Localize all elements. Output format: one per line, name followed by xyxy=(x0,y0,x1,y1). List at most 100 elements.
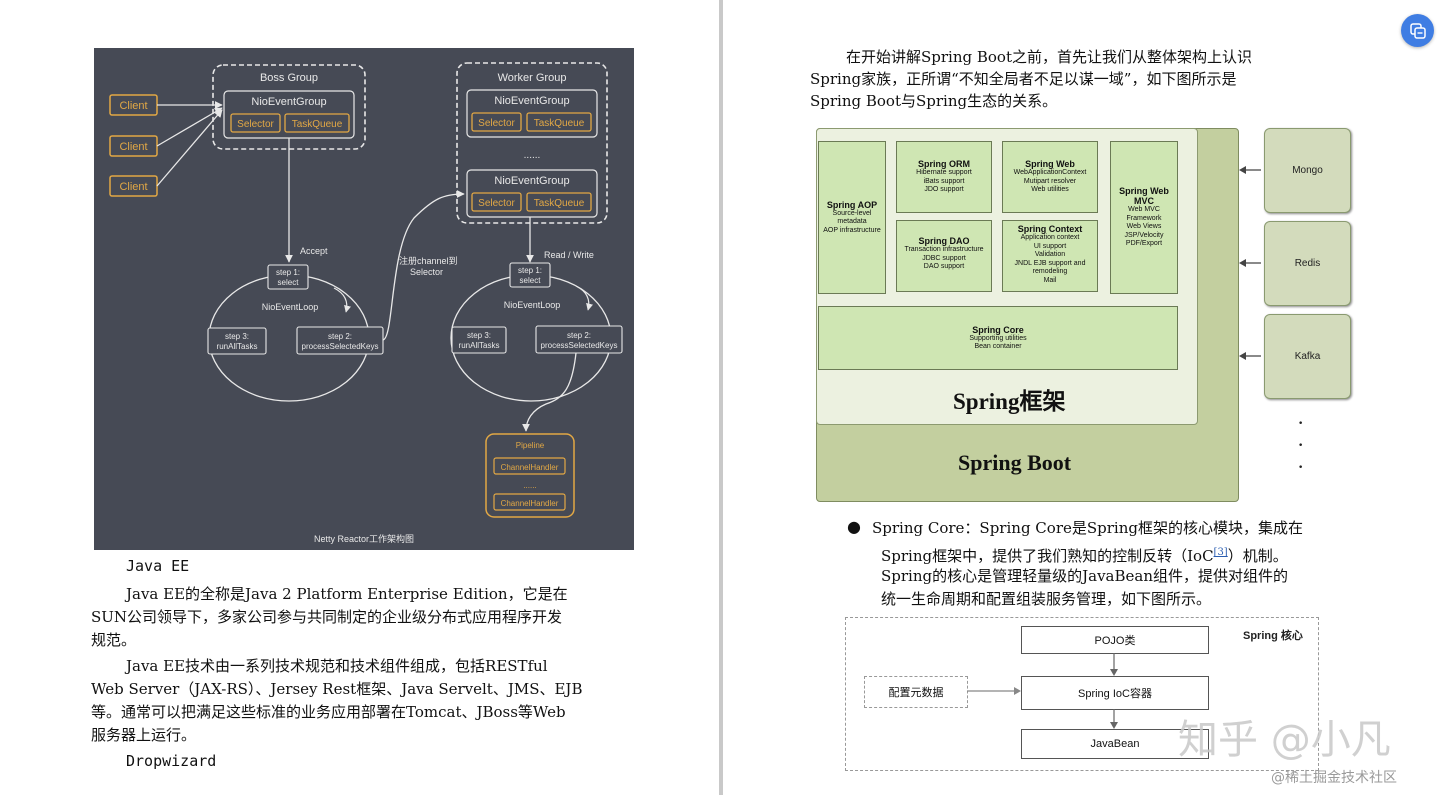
client-label-3: Client xyxy=(119,181,147,193)
spring-mvc-title: Spring Web xyxy=(1119,186,1169,197)
spring-mvc-sub: JSP/Velocity xyxy=(1124,231,1164,239)
client-label-2: Client xyxy=(119,141,147,153)
dot-1: • xyxy=(1298,419,1304,429)
config-metadata-box: 配置元数据 xyxy=(864,676,968,708)
intro-line3: Spring Boot与Spring生态的关系。 xyxy=(810,92,1058,110)
para2-line1: Java EE技术由一系列技术规范和技术组件组成，包括RESTful xyxy=(126,657,548,675)
boss-selector: Selector xyxy=(237,119,274,130)
right-step1-b: select xyxy=(520,276,542,285)
pojo-box: POJO类 xyxy=(1021,626,1209,654)
intro-line2: Spring家族，正所谓“不知全局者不足以谋一域”，如下图所示是 xyxy=(810,70,1237,88)
spring-context-sub: Mail xyxy=(1043,276,1057,284)
pipeline-handler-1: ChannelHandler xyxy=(501,463,559,472)
spring-core-diagram: Spring 核心 POJO类 Spring IoC容器 JavaBean 配置… xyxy=(845,617,1319,771)
para2-line4: 服务器上运行。 xyxy=(91,726,197,744)
worker-selector-2: Selector xyxy=(478,198,515,209)
spring-mvc-sub: Web MVC xyxy=(1128,206,1160,214)
spring-core-title: Spring Core xyxy=(972,324,1024,335)
spring-dao-sub: Transaction infrastructure xyxy=(904,246,984,253)
kafka-box: Kafka xyxy=(1264,314,1351,399)
spring-context-sub: Validation xyxy=(1034,251,1066,258)
mongo-box: Mongo xyxy=(1264,128,1351,213)
client-label-1: Client xyxy=(119,100,147,112)
spring-aop-box: Spring AOP Source-level metadata AOP inf… xyxy=(818,141,886,294)
right-step2-a: step 2: xyxy=(567,331,591,340)
worker-event-group-2: NioEventGroup xyxy=(494,175,569,187)
worker-taskqueue-1: TaskQueue xyxy=(534,118,585,129)
spring-orm-sub: JDO support xyxy=(924,186,964,193)
core-diagram-title: Spring 核心 xyxy=(1243,630,1303,642)
spring-web-mvc-box: Spring Web MVC Web MVC Framework Web Vie… xyxy=(1110,141,1178,294)
worker-ellipsis: ...... xyxy=(524,150,541,161)
spring-framework-label: Spring框架 xyxy=(953,389,1066,414)
left-step1-b: select xyxy=(278,278,300,287)
spring-boot-label: Spring Boot xyxy=(958,450,1072,475)
para1-line3: 规范。 xyxy=(91,631,137,649)
dot-2: • xyxy=(1298,441,1304,451)
redis-box: Redis xyxy=(1264,221,1351,306)
spring-dao-sub: DAO support xyxy=(923,263,965,270)
client-boxes: Client Client Client xyxy=(109,94,158,197)
spring-web-sub: Mutipart resolver xyxy=(1023,177,1077,185)
spring-mvc-sub: Web Views xyxy=(1126,223,1162,231)
spring-mvc-sub: Framework xyxy=(1126,214,1162,222)
spring-context-sub: UI support xyxy=(1033,242,1067,250)
spring-aop-sub: metadata xyxy=(837,218,867,226)
spring-orm-title: Spring ORM xyxy=(918,159,970,169)
boss-group-title: Boss Group xyxy=(260,72,318,84)
left-step2-a: step 2: xyxy=(328,332,352,341)
pipeline-handler-2: ChannelHandler xyxy=(501,499,559,508)
bullet-line4: 统一生命周期和配置组装服务管理，如下图所示。 xyxy=(881,590,1212,608)
left-loop-title: NioEventLoop xyxy=(262,302,319,312)
bullet-line2: Spring框架中，提供了我们熟知的控制反转（IoC[3]）机制。 xyxy=(881,541,1288,568)
bullet-line1: Spring Core：Spring Core是Spring框架的核心模块，集成… xyxy=(872,519,1303,537)
spring-context-sub: remodeling xyxy=(1032,268,1068,275)
spring-core-sub: Supporting utilities xyxy=(969,334,1027,342)
spring-dao-box: Spring DAO Transaction infrastructure JD… xyxy=(896,220,992,292)
spring-core-box: Spring Core Supporting utilities Bean co… xyxy=(818,306,1178,370)
spring-orm-box: Spring ORM Hibernate support iBats suppo… xyxy=(896,141,992,213)
right-step2-b: processSelectedKeys xyxy=(541,341,618,350)
more-dots: • • • xyxy=(1298,413,1303,479)
para1-line2: SUN公司领导下，多家公司参与共同制定的企业级分布式应用程序开发 xyxy=(91,608,563,626)
heading-dropwizard: Dropwizard xyxy=(126,752,217,770)
dot-3: • xyxy=(1298,463,1304,473)
spring-context-box: Spring Context Application context UI su… xyxy=(1002,220,1098,292)
bullet-icon: ● xyxy=(847,517,861,536)
netty-reactor-diagram: Client Client Client Boss Group NioEvent… xyxy=(94,48,634,550)
spring-aop-sub: Source-level xyxy=(832,209,872,217)
para2-line3: 等。通常可以把满足这些标准的业务应用部署在Tomcat、JBoss等Web xyxy=(91,703,566,721)
spring-web-sub: WebApplicationContext xyxy=(1013,169,1087,176)
worker-event-group-1: NioEventGroup xyxy=(494,95,569,107)
spring-web-box: Spring Web WebApplicationContext Mutipar… xyxy=(1002,141,1098,213)
javabean-box: JavaBean xyxy=(1021,729,1209,759)
spring-context-sub: JNDL EJB support and xyxy=(1014,259,1086,267)
spring-web-sub: Web utilities xyxy=(1031,186,1069,193)
page-seam xyxy=(719,0,723,795)
reference-link[interactable]: [3] xyxy=(1213,547,1228,558)
left-step1-a: step 1: xyxy=(276,268,300,277)
boss-event-group: NioEventGroup xyxy=(251,96,326,108)
right-step3-b: runAllTasks xyxy=(459,341,500,350)
spring-context-title: Spring Context xyxy=(1017,224,1083,234)
worker-taskqueue-2: TaskQueue xyxy=(534,198,585,209)
spring-context-sub: Application context xyxy=(1020,234,1080,241)
juejin-watermark: @稀土掘金技术社区 xyxy=(1271,770,1397,786)
para1-line1: Java EE的全称是Java 2 Platform Enterprise Ed… xyxy=(126,585,568,603)
pipeline-title: Pipeline xyxy=(516,441,545,450)
translate-float-button[interactable] xyxy=(1401,14,1434,47)
register-label-1: 注册channel到 xyxy=(399,255,458,266)
accept-label: Accept xyxy=(300,246,328,256)
netty-caption: Netty Reactor工作架构图 xyxy=(314,533,414,544)
spring-dao-sub: JDBC support xyxy=(922,254,966,262)
right-step1-a: step 1: xyxy=(518,266,542,275)
register-label-2: Selector xyxy=(410,267,443,277)
read-write-label: Read / Write xyxy=(544,250,594,260)
intro-line1: 在开始讲解Spring Boot之前，首先让我们从整体架构上认识 xyxy=(846,48,1252,66)
spring-web-title: Spring Web xyxy=(1025,159,1075,169)
pipeline-ellipsis: ...... xyxy=(523,481,536,490)
translate-icon xyxy=(1409,22,1426,39)
heading-java-ee: Java EE xyxy=(126,557,190,575)
spring-mvc-title: MVC xyxy=(1134,196,1154,207)
spring-orm-sub: Hibernate support xyxy=(916,169,972,176)
